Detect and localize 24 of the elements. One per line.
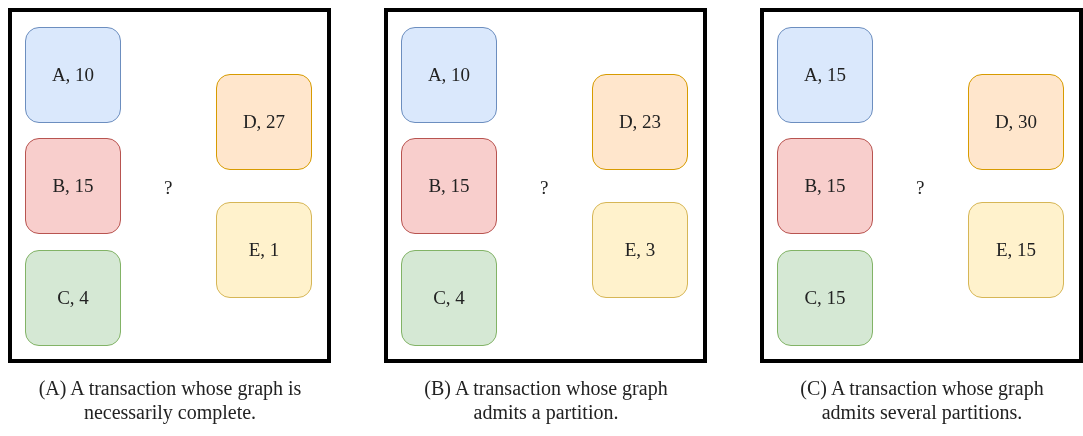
- value-box: A, 10: [25, 27, 121, 123]
- panel-frame: [760, 8, 1083, 363]
- value-box: C, 4: [401, 250, 497, 346]
- value-box: E, 1: [216, 202, 312, 298]
- value-box: E, 3: [592, 202, 688, 298]
- panel-frame: [384, 8, 707, 363]
- panel-label: (C) A transaction whose graph admits several partitions.: [799, 376, 1045, 424]
- value-box: A, 10: [401, 27, 497, 123]
- question-mark: ?: [164, 177, 173, 199]
- panel-label: (A) A transaction whose graph is necessarily complete.: [37, 376, 303, 424]
- value-box: A, 15: [777, 27, 873, 123]
- value-box: C, 4: [25, 250, 121, 346]
- value-box: B, 15: [777, 138, 873, 234]
- panel-label: (B) A transaction whose graph admits a partition.: [423, 376, 669, 424]
- value-box: D, 27: [216, 74, 312, 170]
- value-box: C, 15: [777, 250, 873, 346]
- value-box: B, 15: [401, 138, 497, 234]
- question-mark: ?: [916, 177, 925, 199]
- panel-frame: [8, 8, 331, 363]
- value-box: B, 15: [25, 138, 121, 234]
- value-box: D, 23: [592, 74, 688, 170]
- value-box: E, 15: [968, 202, 1064, 298]
- question-mark: ?: [540, 177, 549, 199]
- value-box: D, 30: [968, 74, 1064, 170]
